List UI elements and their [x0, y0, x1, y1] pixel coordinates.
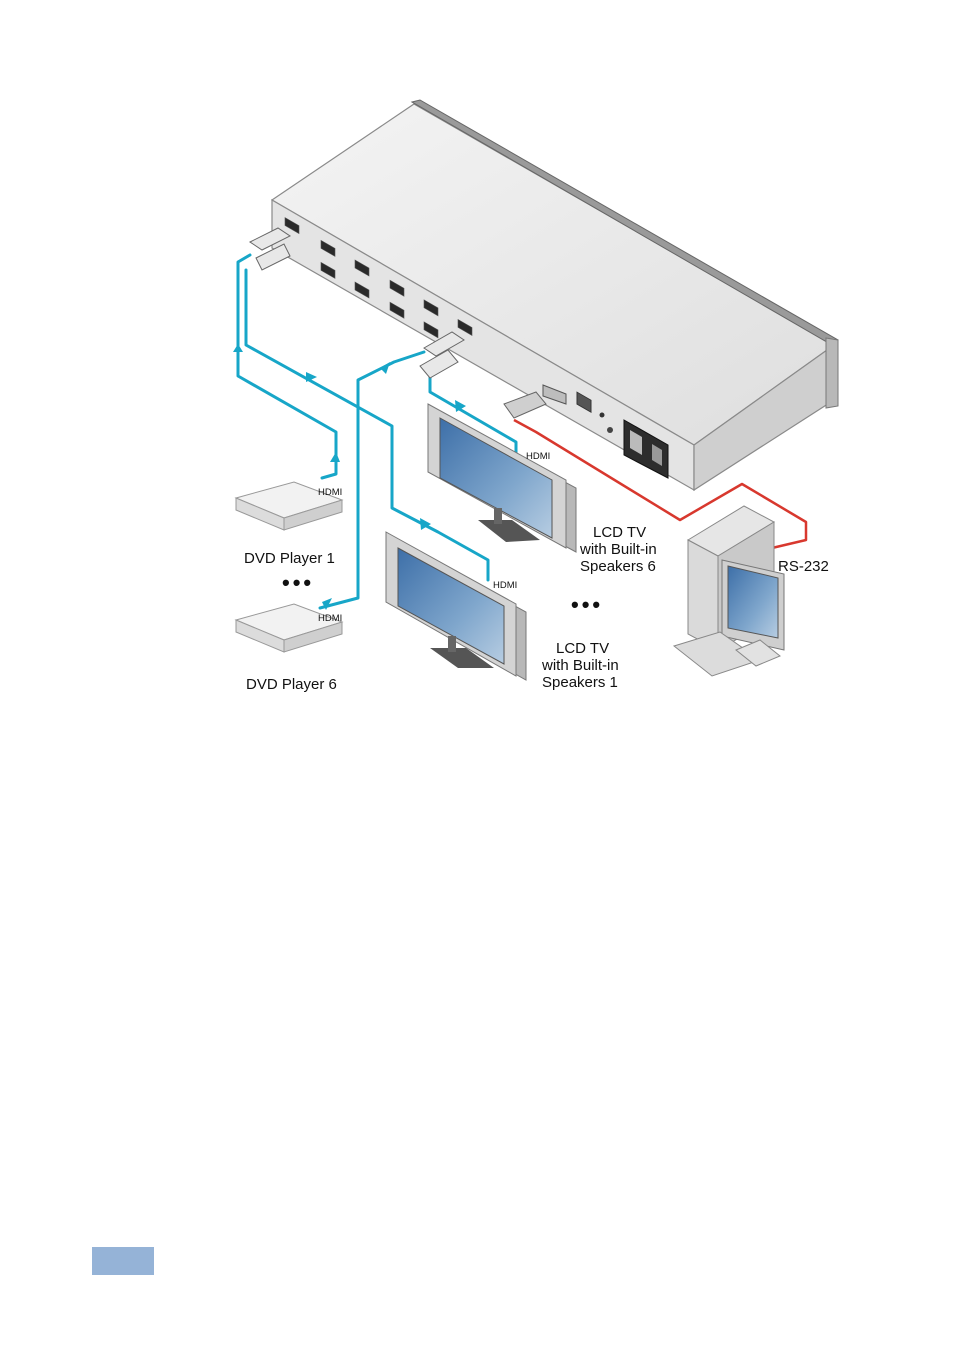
tv6-label-line2: with Built-in: [579, 541, 657, 558]
hdmi-cables: [236, 253, 518, 610]
dvd-ellipsis: •••: [282, 570, 314, 595]
tv1-label-line1: LCD TV: [556, 640, 609, 657]
matrix-switcher: [270, 99, 839, 492]
lcd-tv-6: [427, 403, 577, 553]
tv6-hdmi-label: HDMI: [526, 451, 550, 462]
tv1-label-line3: Speakers 1: [542, 674, 618, 691]
control-ports: [542, 384, 613, 433]
page-number-tab: [92, 1247, 154, 1275]
cable-arrows: [233, 344, 466, 610]
dvd-player-6: [234, 603, 344, 653]
pc: [672, 505, 785, 677]
rs232-cable: [513, 418, 808, 550]
lcd-tv-1: [385, 531, 527, 681]
tv6-label-line1: LCD TV: [593, 524, 646, 541]
dvd-player-1: [234, 481, 344, 531]
dvd6-hdmi-label: HDMI: [318, 613, 342, 624]
hdmi-plugs: [249, 227, 547, 419]
tv1-hdmi-label: HDMI: [493, 580, 517, 591]
tv6-label-line3: Speakers 6: [580, 558, 656, 575]
dvd1-hdmi-label: HDMI: [318, 487, 342, 498]
hdmi-ports: [284, 217, 473, 339]
dvd-player-6-label: DVD Player 6: [246, 676, 337, 693]
tv1-label-line2: with Built-in: [541, 657, 619, 674]
power-socket: [623, 419, 669, 479]
tv-ellipsis: •••: [571, 592, 603, 617]
dvd-player-1-label: DVD Player 1: [244, 550, 335, 567]
rs232-label: RS-232: [778, 558, 829, 575]
